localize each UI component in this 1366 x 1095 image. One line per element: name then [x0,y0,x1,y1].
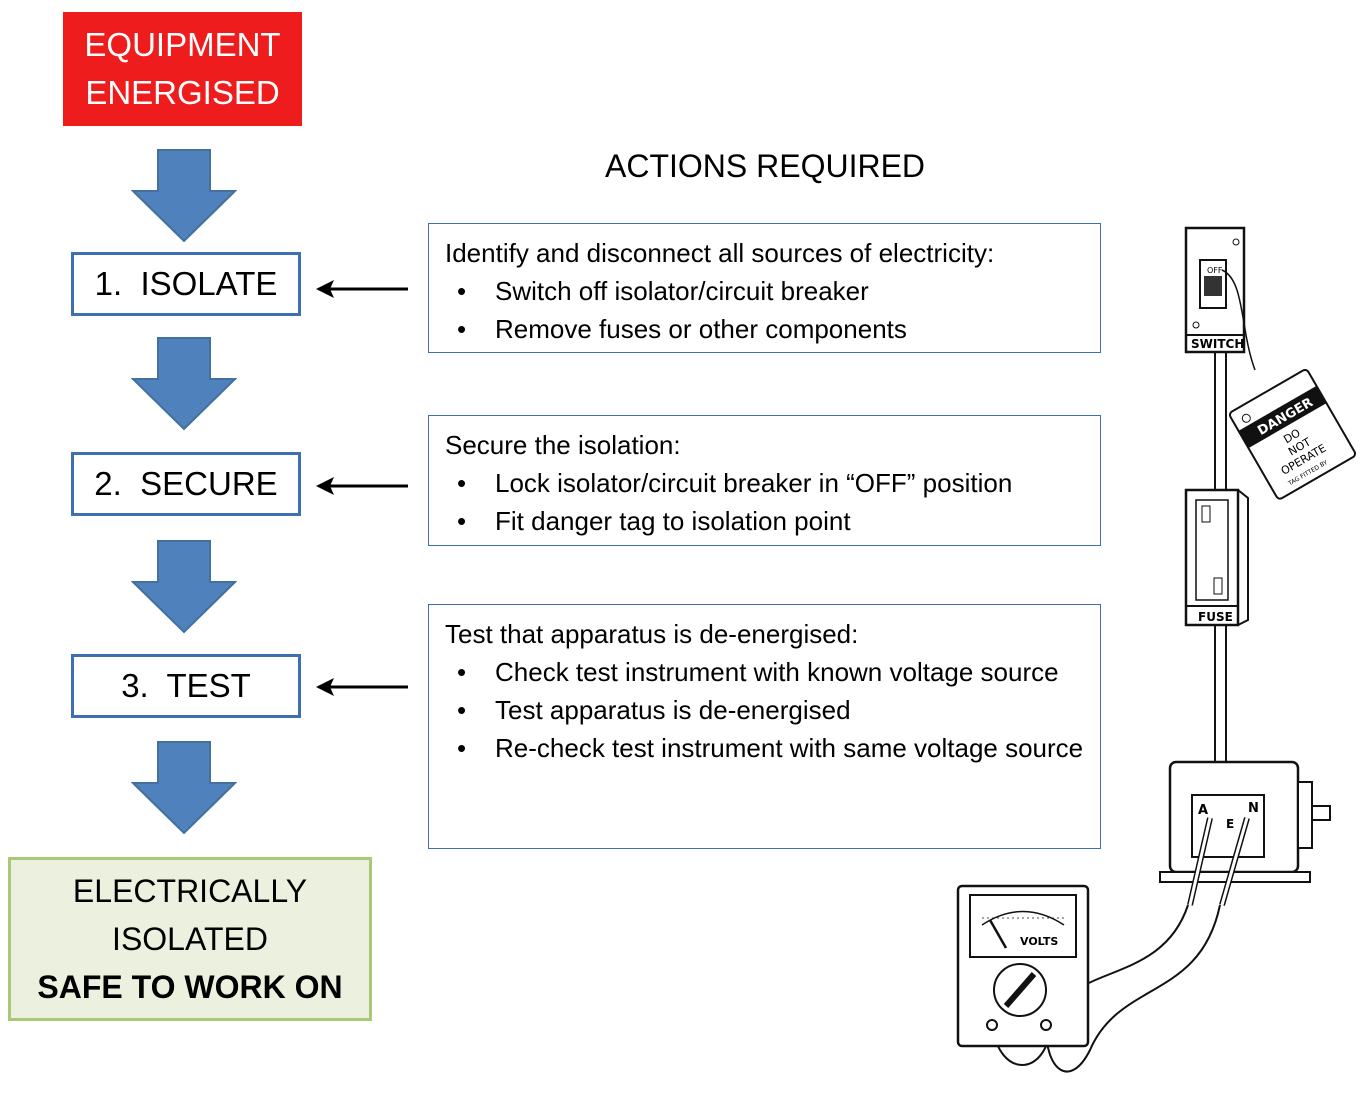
equipment-energised-box: EQUIPMENT ENERGISED [63,12,302,126]
action-box-test: Test that apparatus is de-energised: Che… [428,604,1101,849]
step-isolate-label: 1. ISOLATE [94,265,278,302]
terminal-a: A [1198,803,1208,818]
motor-icon: A E N [1159,760,1331,906]
step-secure: 2. SECURE [71,452,301,516]
fuse-icon: FUSE [1184,488,1249,627]
list-item: Remove fuses or other components [445,310,1084,348]
start-line-2: ENERGISED [85,74,280,111]
terminal-n: N [1248,801,1259,816]
action-heading: Identify and disconnect all sources of e… [445,238,995,268]
step-test: 3. TEST [71,654,301,718]
end-line-1: ELECTRICALLY [72,873,308,909]
list-item: Test apparatus is de-energised [445,691,1084,729]
action-heading: Test that apparatus is de-energised: [445,619,859,649]
left-arrow-2 [316,477,408,495]
list-item: Fit danger tag to isolation point [445,502,1084,540]
actions-title: ACTIONS REQUIRED [604,148,926,184]
down-arrow-3 [131,540,237,634]
end-line-3: SAFE TO WORK ON [37,969,343,1005]
list-item: Check test instrument with known voltage… [445,653,1084,691]
voltmeter-icon: VOLTS [956,884,1090,1048]
list-item: Switch off isolator/circuit breaker [445,272,1084,310]
step-secure-label: 2. SECURE [94,465,278,502]
list-item: Re-check test instrument with same volta… [445,729,1084,767]
action-list: Check test instrument with known voltage… [445,653,1084,767]
down-arrow-2 [131,337,237,431]
terminal-e: E [1226,817,1234,831]
step-test-label: 3. TEST [121,667,251,704]
danger-tag-icon: DANGER DO NOT OPERATE TAG FITTED BY [1228,368,1357,500]
action-list: Switch off isolator/circuit breaker Remo… [445,272,1084,348]
down-arrow-4 [131,741,237,835]
end-line-2: ISOLATED [112,921,268,957]
meter-label: VOLTS [1020,935,1058,948]
switch-icon: OFF SWITCH [1184,226,1256,371]
left-arrow-1 [316,280,408,298]
start-line-1: EQUIPMENT [84,26,281,63]
action-box-secure: Secure the isolation: Lock isolator/circ… [428,415,1101,546]
action-box-isolate: Identify and disconnect all sources of e… [428,223,1101,353]
isolation-illustration: OFF SWITCH DANGER DO NOT OPERATE TAG FIT… [956,226,1357,1073]
left-arrow-3 [316,678,408,696]
action-list: Lock isolator/circuit breaker in “OFF” p… [445,464,1084,540]
list-item: Lock isolator/circuit breaker in “OFF” p… [445,464,1084,502]
switch-state: OFF [1207,266,1223,275]
step-isolate: 1. ISOLATE [71,252,301,316]
down-arrow-1 [131,149,237,243]
fuse-label: FUSE [1198,610,1233,624]
switch-label: SWITCH [1191,337,1244,351]
safe-to-work-box: ELECTRICALLY ISOLATED SAFE TO WORK ON [8,857,372,1021]
action-heading: Secure the isolation: [445,430,681,460]
